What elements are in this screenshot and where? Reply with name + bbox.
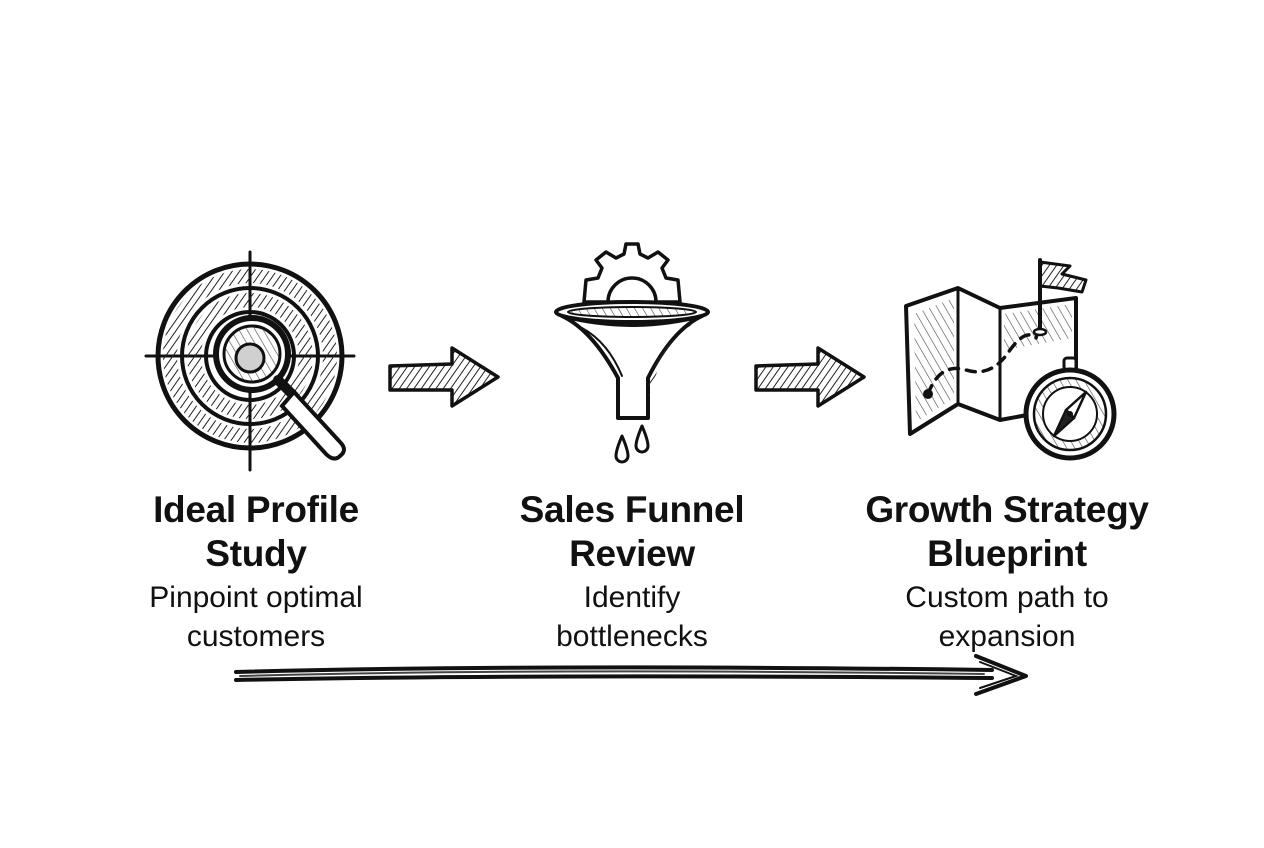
target-magnifier-icon bbox=[144, 250, 356, 472]
arrow-right-icon bbox=[754, 346, 866, 408]
funnel-gear-icon bbox=[554, 242, 710, 464]
step-growth-strategy: Growth Strategy Blueprint Custom path to… bbox=[846, 240, 1168, 660]
step-ideal-profile: Ideal Profile Study Pinpoint optimal cus… bbox=[120, 240, 392, 660]
step-subtitle-line1: Pinpoint optimal bbox=[149, 581, 363, 614]
step-title-line2: Study bbox=[205, 533, 307, 574]
step-title-line1: Ideal Profile bbox=[153, 489, 359, 530]
step-title-line2: Review bbox=[569, 533, 695, 574]
step-subtitle-line1: Custom path to bbox=[905, 581, 1109, 614]
step-subtitle-line1: Identify bbox=[583, 581, 681, 614]
long-arrow-right-icon bbox=[234, 654, 1028, 696]
arrow-right-icon bbox=[388, 346, 500, 408]
map-compass-icon bbox=[904, 258, 1117, 461]
step-title-line1: Sales Funnel bbox=[519, 489, 745, 530]
step-title-line1: Growth Strategy bbox=[865, 489, 1149, 530]
step-subtitle-line2: customers bbox=[186, 620, 326, 653]
step-subtitle-line2: expansion bbox=[938, 620, 1076, 653]
step-subtitle-line2: bottlenecks bbox=[556, 620, 708, 653]
step-sales-funnel: Sales Funnel Review Identify bottlenecks bbox=[492, 240, 772, 660]
step-title-line2: Blueprint bbox=[927, 533, 1087, 574]
